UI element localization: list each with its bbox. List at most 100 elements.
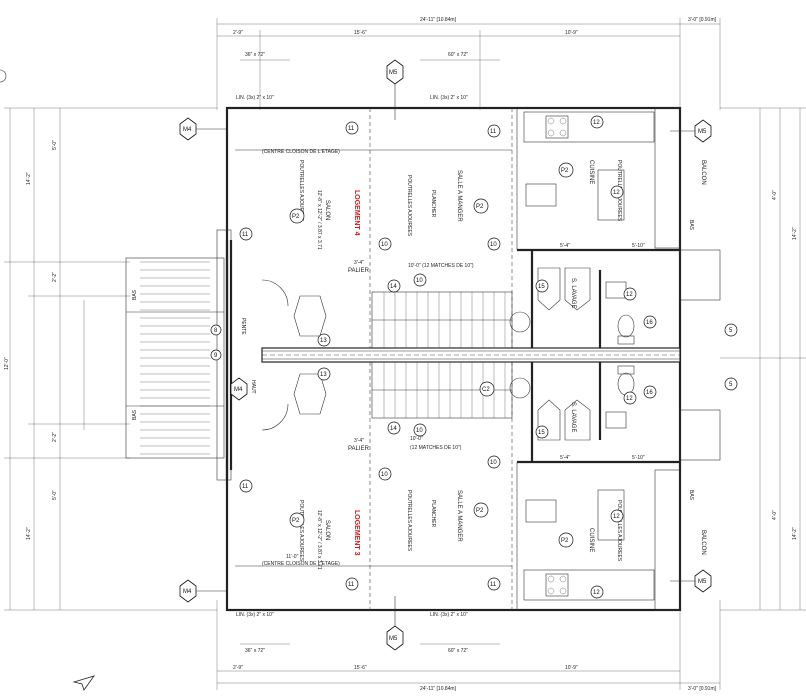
svg-text:P2: P2: [476, 204, 484, 210]
edge-marker: [0, 69, 7, 83]
svg-text:14: 14: [390, 284, 397, 290]
dim-510-upper: 5'-10": [632, 243, 645, 249]
poutrelles-lower-2: POUTRELLES AJOUREES: [298, 500, 304, 562]
svg-text:11: 11: [490, 582, 497, 588]
tag-10-d: 10: [487, 455, 501, 469]
tag-p2-kitchen-lower: P2: [558, 532, 574, 548]
svg-text:11: 11: [242, 484, 249, 490]
balcon-lower: BALCON: [700, 530, 706, 555]
north-arrow-icon: [72, 675, 96, 691]
tag-11-b: 11: [487, 124, 501, 138]
overall-dimension-bottom: 24'-11" [10.84m]: [420, 686, 457, 692]
window-right-top: 60" x 72": [448, 52, 468, 58]
svg-text:M5: M5: [698, 129, 707, 135]
seg-right-top: 10'-9": [565, 30, 578, 36]
tag-15-b: 15: [535, 425, 549, 439]
left-dim-c-lower: 2'-2": [52, 432, 58, 442]
svg-text:M4: M4: [183, 589, 192, 595]
poutrelles-upper-2: POUTRELLES AJOUREES: [298, 160, 304, 222]
tag-10-c: 10: [378, 467, 392, 481]
palier-lower: PALIER: [348, 446, 370, 452]
right-dim-lower: 14'-2": [792, 527, 798, 540]
svg-text:13: 13: [320, 372, 327, 378]
tag-13-b: 13: [317, 367, 331, 381]
tag-c2: C2: [479, 381, 495, 397]
tag-14-a: 14: [387, 279, 401, 293]
seg-mid-bottom: 15'-6": [354, 665, 367, 671]
lintel-left-top: LIN. (3x) 2" x 10": [236, 95, 274, 101]
tag-12-f: 12: [623, 391, 637, 405]
tag-12-e: 12: [623, 287, 637, 301]
svg-text:10: 10: [490, 242, 497, 248]
exterior-stair-left: BAS BAS: [125, 257, 225, 459]
lintel-right-top: LIN. (3x) 2" x 10": [430, 95, 468, 101]
salle-manger-upper: SALLE A MANGER: [456, 170, 462, 222]
seg-mid-top: 15'-6": [354, 30, 367, 36]
marker-m5-top: M5: [386, 59, 404, 120]
svg-text:10: 10: [381, 242, 388, 248]
svg-text:8: 8: [214, 328, 218, 334]
lavage-upper: S. LAVAGE: [570, 278, 576, 308]
stair-text-upper: 10'-0" (12 MATCHES DE 10"): [408, 263, 474, 269]
tag-12-a: 12: [590, 115, 604, 129]
tag-p2-salon-upper: P2: [289, 208, 305, 224]
svg-text:11: 11: [348, 582, 355, 588]
svg-text:9: 9: [214, 353, 218, 359]
tag-circles: P2 P2 P2 P2 P2 P2 C2 11 11 11 11 11 11 1…: [210, 115, 738, 599]
svg-text:P2: P2: [561, 168, 569, 174]
dim-11-0: 11'-0": [286, 554, 299, 560]
cuisine-upper: CUISINE: [588, 160, 594, 184]
tag-5-a: 5: [724, 323, 738, 337]
right-dim-upper: 14'-2": [792, 227, 798, 240]
marker-m5-right-upper: M5: [670, 119, 712, 143]
svg-text:P2: P2: [476, 508, 484, 514]
svg-text:11: 11: [242, 232, 249, 238]
svg-text:13: 13: [320, 338, 327, 344]
top-dimensions: 24'-11" [10.84m] 3'-0" [0.91m] 2'-9" 15'…: [216, 17, 721, 110]
svg-text:11: 11: [348, 126, 355, 132]
left-dim-center: 12'-0": [4, 357, 10, 370]
tag-p2-dining-lower: P2: [473, 502, 489, 518]
marker-m4-entrance: M4: [230, 377, 248, 401]
salon-lower-dim: 12'-8" x 12'-2" / 3.87 x 3.71: [316, 510, 322, 570]
left-dim-lower: 14'-2": [26, 527, 32, 540]
svg-text:16: 16: [646, 320, 653, 326]
right-dimensions: 14'-2" 14'-2" 4'-0" 4'-0": [720, 107, 806, 611]
svg-text:14: 14: [390, 426, 397, 432]
salon-upper-dim: 12'-8" x 12'-2" / 3.87 x 3.71: [316, 190, 322, 250]
svg-text:P2: P2: [292, 214, 300, 220]
svg-text:P2: P2: [561, 538, 569, 544]
svg-text:M5: M5: [698, 579, 707, 585]
seg-left-bottom: 2'-9": [233, 665, 243, 671]
center-party-wall: [261, 347, 681, 363]
svg-text:5: 5: [729, 328, 733, 334]
svg-text:10: 10: [416, 428, 423, 434]
tag-10-e: 10: [413, 273, 427, 287]
interior-stairs: [371, 249, 721, 461]
unit-lower-label: LOGEMENT 3: [353, 510, 360, 556]
tag-11-a: 11: [345, 121, 359, 135]
svg-text:M5: M5: [389, 636, 398, 642]
balcon-upper: BALCON: [700, 160, 706, 185]
cuisine-lower: CUISINE: [588, 528, 594, 552]
bas-right-upper: BAS: [688, 220, 694, 231]
tag-p2-kitchen-upper: P2: [558, 162, 574, 178]
svg-text:C2: C2: [482, 387, 490, 393]
ext-stair-bas-lower: BAS: [132, 409, 138, 420]
poutrelles-upper-1: POUTRELLES AJOUREES: [406, 175, 412, 237]
section-markers: M4 M4 M4 M5 M5 M5 M5: [179, 59, 712, 651]
tag-12-c: 12: [610, 185, 624, 199]
svg-text:10: 10: [490, 460, 497, 466]
centre-cloison-upper: (CENTRE CLOISON DE L'ETAGE): [262, 149, 340, 155]
pente-label: PENTE: [240, 318, 246, 335]
dim-54-lower: 5'-4": [560, 455, 570, 461]
svg-text:P2: P2: [292, 518, 300, 524]
salon-upper: SALON: [324, 200, 330, 220]
tag-p2-salon-lower: P2: [289, 512, 305, 528]
salon-lower: SALON: [324, 520, 330, 540]
stair-len-lower: 10'-0": [410, 436, 423, 442]
window-left-top: 36" x 72": [245, 52, 265, 58]
tag-13-a: 13: [317, 333, 331, 347]
svg-text:M4: M4: [183, 127, 192, 133]
lintel-right-bottom: LIN. (3x) 2" x 10": [430, 612, 468, 618]
